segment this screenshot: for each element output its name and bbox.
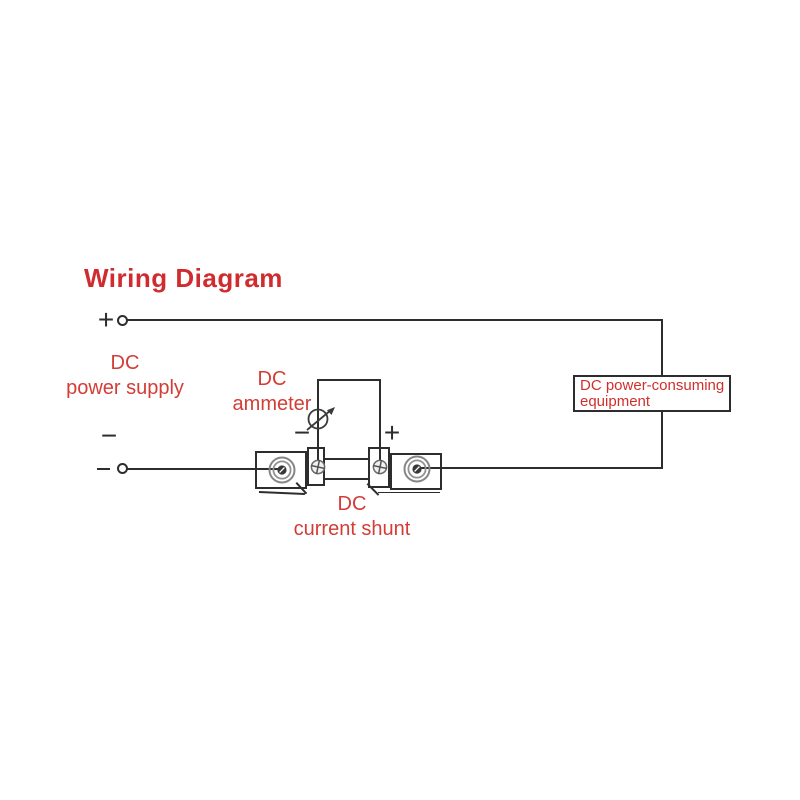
ammeter-icon (306, 407, 335, 431)
wire-top (127, 319, 663, 322)
shunt-minus-sign: − (293, 417, 311, 448)
page-title: Wiring Diagram (84, 263, 283, 293)
label-power-supply: DC power supply (45, 351, 205, 401)
label-power-supply-line1: DC (110, 352, 140, 374)
equipment-label-line1: DC power-consuming (580, 377, 725, 394)
label-ammeter-line2: ammeter (232, 393, 312, 415)
ammeter-loop-top-wire (317, 379, 381, 382)
supply-negative-sign: − (100, 420, 118, 451)
equipment-label-line2: equipment (580, 393, 651, 410)
negative-terminal-icon (116, 463, 128, 475)
equipment-box: DC power-consuming equipment (573, 375, 731, 412)
screw-left-icon (310, 459, 326, 475)
label-current-shunt-line2: current shunt (293, 518, 411, 540)
label-ammeter-line1: DC (257, 368, 287, 390)
shunt-right-block (390, 453, 442, 490)
wire-bottom-right (417, 466, 663, 470)
label-ammeter: DC ammeter (193, 367, 351, 417)
wire-bottom-left (127, 467, 283, 470)
label-current-shunt-line1: DC (337, 493, 367, 515)
label-power-supply-line2: power supply (66, 377, 184, 399)
screw-right-icon (372, 459, 388, 475)
ammeter-loop-left-wire (317, 379, 320, 467)
right-block-depth-line (378, 491, 440, 494)
supply-positive-sign: + (97, 304, 115, 335)
shunt-plus-sign: + (383, 417, 401, 448)
shunt-bar-bottom-edge (323, 477, 370, 480)
label-current-shunt: DC current shunt (273, 492, 431, 542)
shunt-left-block (255, 451, 307, 489)
washer-right-icon (403, 455, 431, 483)
positive-terminal-icon (116, 314, 128, 326)
negative-stub-wire (97, 467, 110, 470)
washer-left-icon (268, 456, 296, 484)
ammeter-loop-right-wire (378, 379, 382, 467)
shunt-bar-top-edge (323, 457, 370, 460)
shunt-right-terminal-block (368, 447, 390, 488)
